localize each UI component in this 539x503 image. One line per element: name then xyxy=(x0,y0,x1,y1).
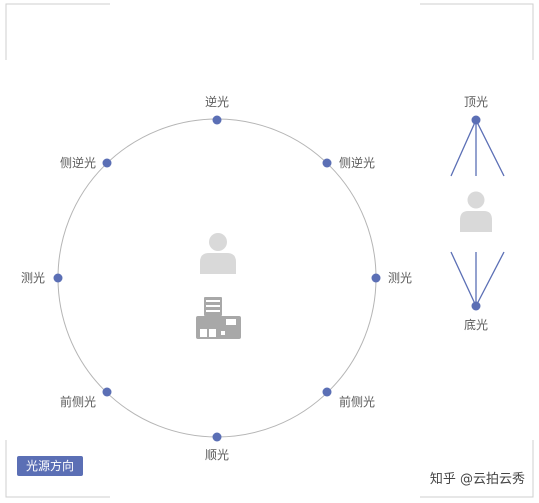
ray-bottom-right xyxy=(475,251,505,307)
dot-bottom xyxy=(212,432,222,442)
label-side-bottom: 底光 xyxy=(464,317,488,332)
corner-top-right xyxy=(420,3,534,60)
label-bottom: 顺光 xyxy=(205,448,229,462)
label-left: 测光 xyxy=(21,271,45,285)
side-light-rays xyxy=(450,119,505,307)
dot-left xyxy=(53,273,63,283)
ray-bottom-left xyxy=(450,251,477,307)
corner-bottom-left xyxy=(5,440,110,498)
camera-icon xyxy=(196,297,241,339)
ray-top-right xyxy=(475,119,505,177)
watermark: 知乎 @云拍云秀 xyxy=(430,471,525,487)
label-top: 逆光 xyxy=(205,94,229,109)
dot-bottom-right xyxy=(322,387,332,397)
frame-corners xyxy=(5,3,534,498)
label-top-right: 侧逆光 xyxy=(339,155,375,170)
person-icon xyxy=(200,233,236,274)
dot-top-left xyxy=(102,158,112,168)
light-dots xyxy=(53,115,381,442)
label-top-left: 侧逆光 xyxy=(60,155,96,170)
label-bottom-left: 前侧光 xyxy=(60,394,96,409)
dot-top-right xyxy=(322,158,332,168)
corner-top-left xyxy=(5,3,110,60)
label-right: 测光 xyxy=(388,271,412,285)
ray-top-left xyxy=(450,119,477,177)
dot-bottom-left xyxy=(102,387,112,397)
legend-badge xyxy=(17,456,83,476)
label-bottom-right: 前侧光 xyxy=(339,394,375,409)
dot-right xyxy=(371,273,381,283)
legend-text: 光源方向 xyxy=(26,458,74,473)
label-side-top: 顶光 xyxy=(464,95,488,109)
side-person-icon xyxy=(460,191,492,232)
dot-top xyxy=(212,115,222,125)
corner-bottom-right xyxy=(420,440,534,498)
